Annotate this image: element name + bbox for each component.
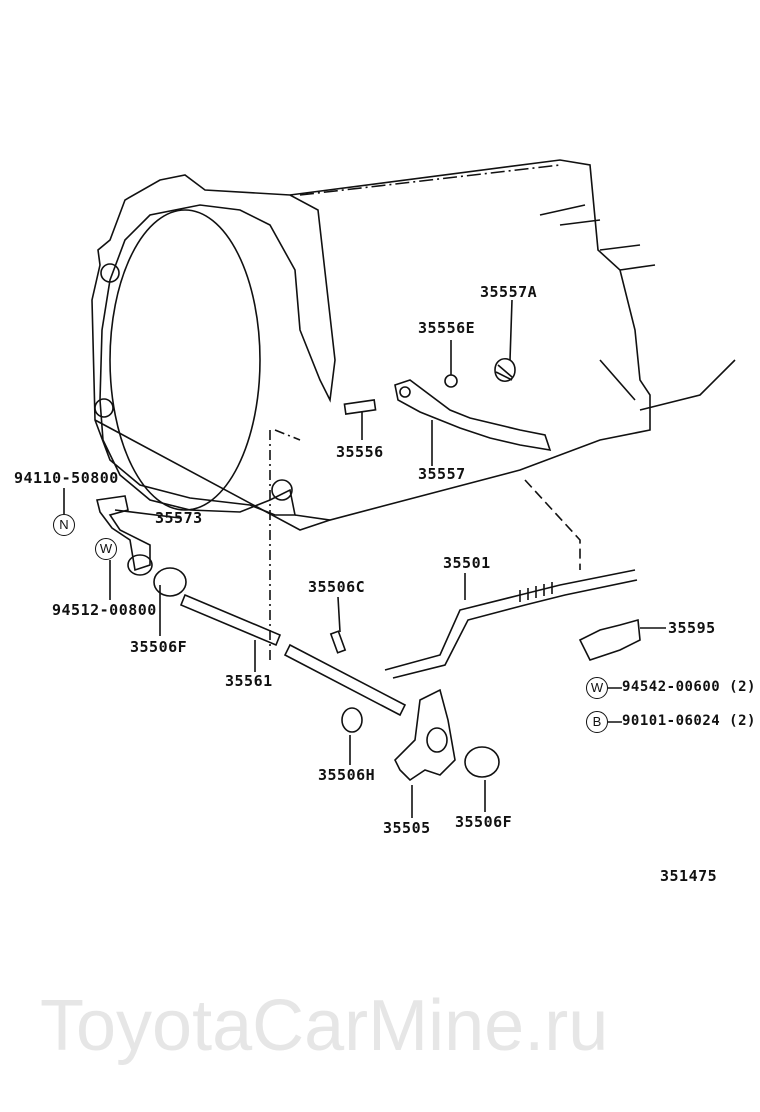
bushing-35506F-right	[464, 746, 500, 778]
label-35505: 35505	[383, 819, 431, 837]
bushing-35506H	[341, 707, 363, 733]
cable-35501	[384, 569, 638, 679]
label-35561: 35561	[225, 672, 273, 690]
bushing-35506F-left	[153, 567, 187, 597]
clip-35556E	[444, 374, 458, 388]
label-35556E: 35556E	[418, 319, 476, 337]
label-35595: 35595	[668, 619, 716, 637]
bell-opening	[109, 209, 261, 511]
b-symbol-icon: B	[586, 711, 608, 733]
label-94542-00600: 94542-00600 (2)	[622, 679, 756, 695]
label-35557A: 35557A	[480, 283, 538, 301]
spring-35557A	[494, 357, 516, 383]
label-35557: 35557	[418, 465, 466, 483]
label-90101-06024: 90101-06024 (2)	[622, 713, 756, 729]
label-35506C: 35506C	[308, 578, 366, 596]
w-symbol-icon: W	[586, 677, 608, 699]
bell-housing	[91, 174, 336, 516]
bracket-35573	[96, 495, 151, 572]
label-35573: 35573	[155, 509, 203, 527]
w-symbol-icon: W	[95, 538, 117, 560]
label-94110-50800: 94110-50800	[14, 469, 119, 487]
pin-35506C	[329, 630, 347, 654]
label-35506F-right: 35506F	[455, 813, 513, 831]
pin-35556	[343, 399, 377, 415]
lever-35557	[394, 379, 552, 452]
detent-plate-35505	[394, 688, 456, 782]
watermark: ToyotaCarMine.ru	[40, 986, 609, 1066]
label-35506H: 35506H	[318, 766, 376, 784]
transmission-case	[289, 159, 651, 521]
bracket-35595	[578, 618, 641, 661]
n-symbol-icon: N	[53, 514, 75, 536]
label-94512-00800: 94512-00800	[52, 601, 157, 619]
label-35506F-left: 35506F	[130, 638, 188, 656]
label-35556: 35556	[336, 443, 384, 461]
label-35501: 35501	[443, 554, 491, 572]
shaft-35561	[179, 593, 282, 647]
diagram-id: 351475	[660, 867, 718, 885]
